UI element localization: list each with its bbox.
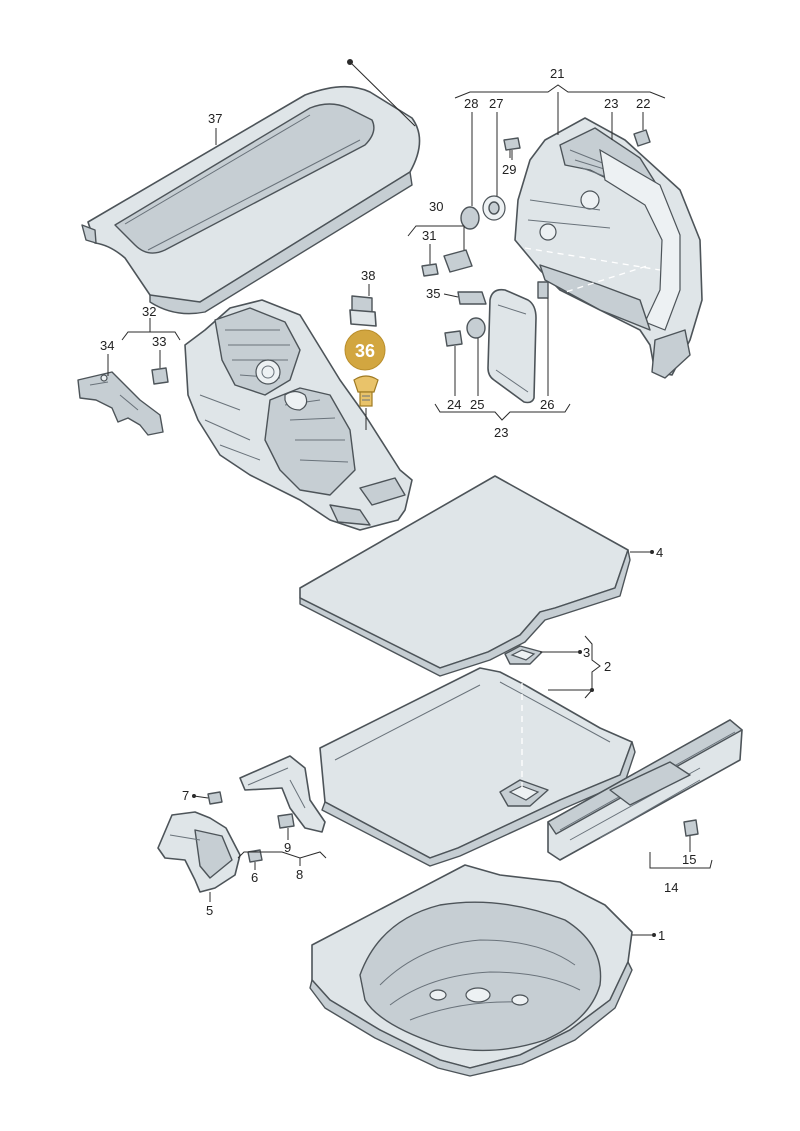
label-6: 6 [251, 870, 258, 885]
label-23-bottom: 23 [494, 425, 508, 440]
part-26-clip[interactable] [537, 281, 549, 299]
label-3: 3 [583, 645, 590, 660]
badge-36-label: 36 [355, 341, 375, 361]
label-37: 37 [208, 111, 222, 126]
part-23-cover-panel[interactable] [487, 288, 537, 404]
part-3-insert[interactable] [504, 645, 543, 665]
label-15: 15 [682, 852, 696, 867]
highlight-badge-36[interactable]: 36 [344, 329, 386, 371]
part-34-bracket[interactable] [77, 371, 164, 436]
part-29-screw[interactable] [503, 137, 521, 160]
part-8-bracket[interactable] [239, 755, 326, 833]
label-33: 33 [152, 334, 166, 349]
part-number-labels: 37 21 28 27 23 22 29 30 31 35 24 25 26 2… [100, 66, 696, 943]
part-6-screw[interactable] [247, 849, 263, 863]
part-15-clip[interactable] [683, 819, 699, 837]
part-1-spare-wheel-well[interactable] [309, 864, 633, 1077]
left-side-trim-panel[interactable] [184, 299, 413, 531]
label-23-top: 23 [604, 96, 618, 111]
label-22: 22 [636, 96, 650, 111]
part-2-load-floor[interactable] [319, 667, 636, 867]
part-38-clip[interactable] [349, 295, 377, 327]
label-31: 31 [422, 228, 436, 243]
part-30-lamp[interactable] [443, 249, 473, 273]
leader-lines [107, 84, 713, 937]
label-24: 24 [447, 397, 461, 412]
label-29: 29 [502, 162, 516, 177]
label-32: 32 [142, 304, 156, 319]
part-31-screw[interactable] [421, 263, 439, 277]
label-5: 5 [206, 903, 213, 918]
part-5-bracket[interactable] [157, 811, 241, 893]
part-35-connector[interactable] [457, 291, 487, 305]
part-4-floor-mat[interactable] [299, 475, 631, 677]
label-1: 1 [658, 928, 665, 943]
label-4: 4 [656, 545, 663, 560]
part-14-sill-trim[interactable] [547, 719, 743, 861]
part-37-parcel-shelf[interactable] [81, 59, 421, 315]
part-24-fastener[interactable] [444, 330, 463, 347]
label-14: 14 [664, 880, 678, 895]
label-26: 26 [540, 397, 554, 412]
label-38: 38 [361, 268, 375, 283]
part-25-grommet[interactable] [466, 317, 486, 339]
label-25: 25 [470, 397, 484, 412]
part-28-grommet[interactable] [460, 206, 480, 230]
label-34: 34 [100, 338, 114, 353]
label-9: 9 [284, 840, 291, 855]
part-7-nut[interactable] [207, 791, 223, 805]
part-33-clip[interactable] [151, 367, 169, 385]
label-27: 27 [489, 96, 503, 111]
label-8: 8 [296, 867, 303, 882]
label-28: 28 [464, 96, 478, 111]
label-35: 35 [426, 286, 440, 301]
label-21: 21 [550, 66, 564, 81]
label-7: 7 [182, 788, 189, 803]
part-21-right-side-trim[interactable] [514, 117, 703, 379]
part-9-clip[interactable] [277, 813, 295, 829]
part-36-highlighted-fastener[interactable] [353, 375, 379, 407]
part-27-grommet[interactable] [482, 195, 506, 221]
label-2: 2 [604, 659, 611, 674]
label-30: 30 [429, 199, 443, 214]
part-22-clip[interactable] [633, 129, 651, 147]
